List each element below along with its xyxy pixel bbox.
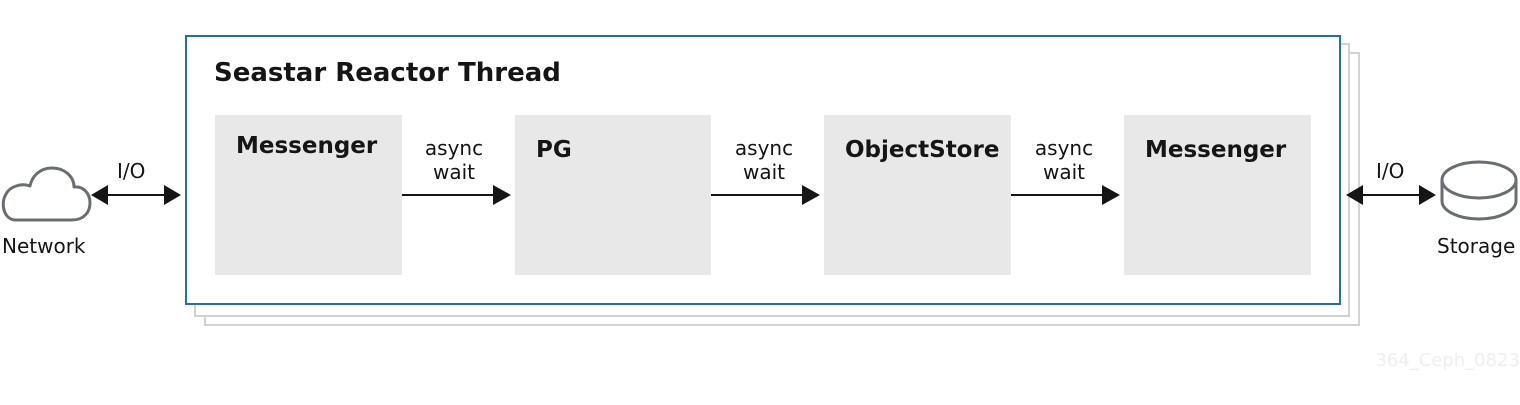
async-text: async <box>1034 136 1094 160</box>
figure-id-watermark: 364_Ceph_0823 <box>1375 350 1520 371</box>
wait-text: wait <box>742 160 785 184</box>
block-label: ObjectStore <box>845 137 1000 163</box>
storage-io-label: I/O <box>1376 159 1405 183</box>
wait-text: wait <box>1042 160 1085 184</box>
async-wait-label: async wait <box>418 136 490 184</box>
network-io-label: I/O <box>117 159 146 183</box>
async-text: async <box>424 136 484 160</box>
wait-text: wait <box>432 160 475 184</box>
block-label: Messenger <box>1145 137 1287 163</box>
network-label: Network <box>2 234 86 258</box>
pg-block: PG <box>515 115 711 275</box>
arrow-objectstore-to-messenger <box>1011 185 1120 205</box>
async-wait-label: async wait <box>1028 136 1100 184</box>
cloud-icon <box>1 166 92 222</box>
arrow-pg-to-objectstore <box>711 185 820 205</box>
network-io-arrow <box>91 185 181 205</box>
async-wait-label: async wait <box>728 136 800 184</box>
objectstore-block: ObjectStore <box>824 115 1011 275</box>
block-label: Messenger <box>236 133 378 159</box>
arrow-messenger-to-pg <box>402 185 511 205</box>
storage-disk-icon <box>1440 160 1518 221</box>
async-text: async <box>734 136 794 160</box>
messenger-out-block: Messenger <box>1124 115 1311 275</box>
reactor-thread-title: Seastar Reactor Thread <box>214 58 561 88</box>
messenger-in-block: Messenger <box>215 115 402 275</box>
storage-label: Storage <box>1437 234 1516 258</box>
block-label: PG <box>536 137 572 163</box>
storage-io-arrow <box>1346 185 1436 205</box>
